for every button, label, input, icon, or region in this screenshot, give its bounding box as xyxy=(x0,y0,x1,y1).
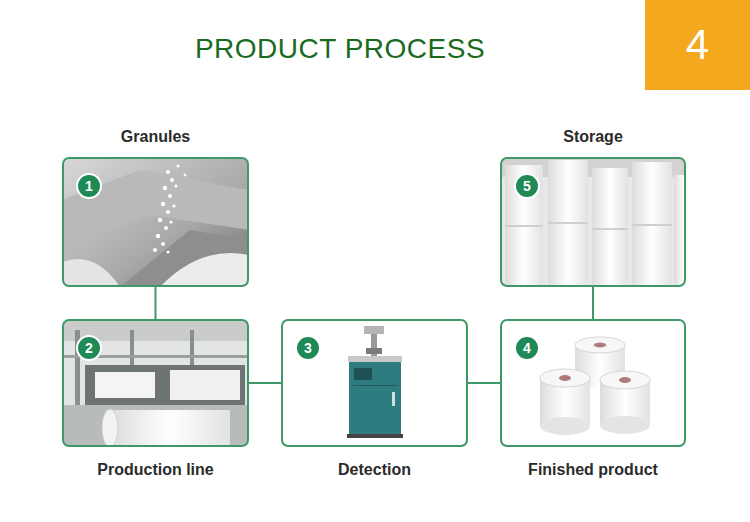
production-line-photo xyxy=(63,320,248,446)
granules-photo xyxy=(63,158,248,286)
illustration-part xyxy=(176,164,179,167)
illustration-part xyxy=(102,409,118,446)
illustration-part xyxy=(110,410,230,446)
illustration-part xyxy=(170,178,174,182)
illustration-part xyxy=(592,228,628,230)
illustration-part xyxy=(548,222,588,224)
step-heading: Finished product xyxy=(528,461,658,479)
illustration-part xyxy=(153,248,157,252)
illustration-part xyxy=(632,224,672,226)
illustration-part xyxy=(63,158,248,286)
detection-machine-photo xyxy=(282,320,467,446)
illustration-part xyxy=(153,164,186,253)
illustration-part xyxy=(172,204,175,207)
illustration-part xyxy=(592,168,628,286)
illustration-part xyxy=(366,348,382,354)
process-box: Production line2 xyxy=(62,319,249,447)
illustration-part xyxy=(156,234,160,238)
illustration-part xyxy=(600,371,650,389)
illustration-part xyxy=(674,175,685,286)
storage-photo xyxy=(501,158,685,286)
illustration-part xyxy=(392,392,395,406)
illustration-part xyxy=(353,385,397,386)
illustration-part xyxy=(169,220,172,223)
illustration-part xyxy=(85,365,245,405)
illustration-part xyxy=(161,242,165,246)
process-box: Finished product4 xyxy=(500,319,686,447)
illustration-part xyxy=(166,170,170,174)
illustration-part xyxy=(63,320,248,446)
illustration-part xyxy=(632,162,672,286)
step-heading: Storage xyxy=(563,128,623,146)
page-number-badge: 4 xyxy=(645,0,750,90)
callout-number: 2 xyxy=(76,335,102,361)
illustration-part xyxy=(364,326,384,334)
illustration-part xyxy=(548,160,588,286)
illustration-part xyxy=(282,320,467,446)
illustration-part xyxy=(158,218,162,222)
illustration-part xyxy=(161,202,165,206)
connector-stroke xyxy=(155,287,157,319)
illustration-part xyxy=(600,416,650,434)
process-box: Granules1 xyxy=(62,157,249,287)
illustration-part xyxy=(575,337,625,353)
callout-number: 1 xyxy=(76,173,102,199)
callout-number: 3 xyxy=(295,335,321,361)
illustration-part xyxy=(619,377,631,383)
illustration-part xyxy=(166,210,170,214)
process-box: Detection3 xyxy=(281,319,468,447)
step-heading: Production line xyxy=(97,461,213,479)
illustration-part xyxy=(168,194,172,198)
illustration-part xyxy=(95,372,155,398)
diagram-title: PRODUCT PROCESS xyxy=(90,33,590,65)
connector-stroke xyxy=(249,382,281,384)
callout-number: 4 xyxy=(514,335,540,361)
illustration-part xyxy=(501,320,685,446)
illustration-part xyxy=(348,356,402,362)
illustration-part xyxy=(501,158,685,286)
illustration-part xyxy=(349,362,401,434)
illustration-part xyxy=(166,250,169,253)
illustration-part xyxy=(163,186,167,190)
finished-rolls-photo xyxy=(501,320,685,446)
illustration-part xyxy=(505,225,543,227)
connector-line xyxy=(249,383,281,384)
connector-line xyxy=(593,287,594,319)
page-number: 4 xyxy=(645,0,750,90)
illustration-part xyxy=(347,434,403,438)
illustration-part xyxy=(63,405,248,446)
illustration-part xyxy=(174,184,177,187)
illustration-part xyxy=(559,375,571,381)
connector-stroke xyxy=(592,287,594,319)
connector-line xyxy=(155,287,156,319)
illustration-part xyxy=(120,230,248,286)
illustration-part xyxy=(160,253,248,286)
connector-line xyxy=(468,383,500,384)
step-heading: Granules xyxy=(121,128,190,146)
callout-number: 5 xyxy=(514,173,540,199)
step-heading: Detection xyxy=(338,461,411,479)
illustration-part xyxy=(354,368,372,380)
connector-stroke xyxy=(468,382,500,384)
illustration-part xyxy=(164,226,168,230)
illustration-part xyxy=(540,369,590,387)
illustration-part xyxy=(505,165,543,286)
illustration-part xyxy=(63,259,120,286)
illustration-part xyxy=(170,370,240,400)
illustration-part xyxy=(184,174,187,177)
process-box: Storage5 xyxy=(500,157,686,287)
illustration-part xyxy=(594,343,606,348)
illustration-part xyxy=(540,417,590,435)
